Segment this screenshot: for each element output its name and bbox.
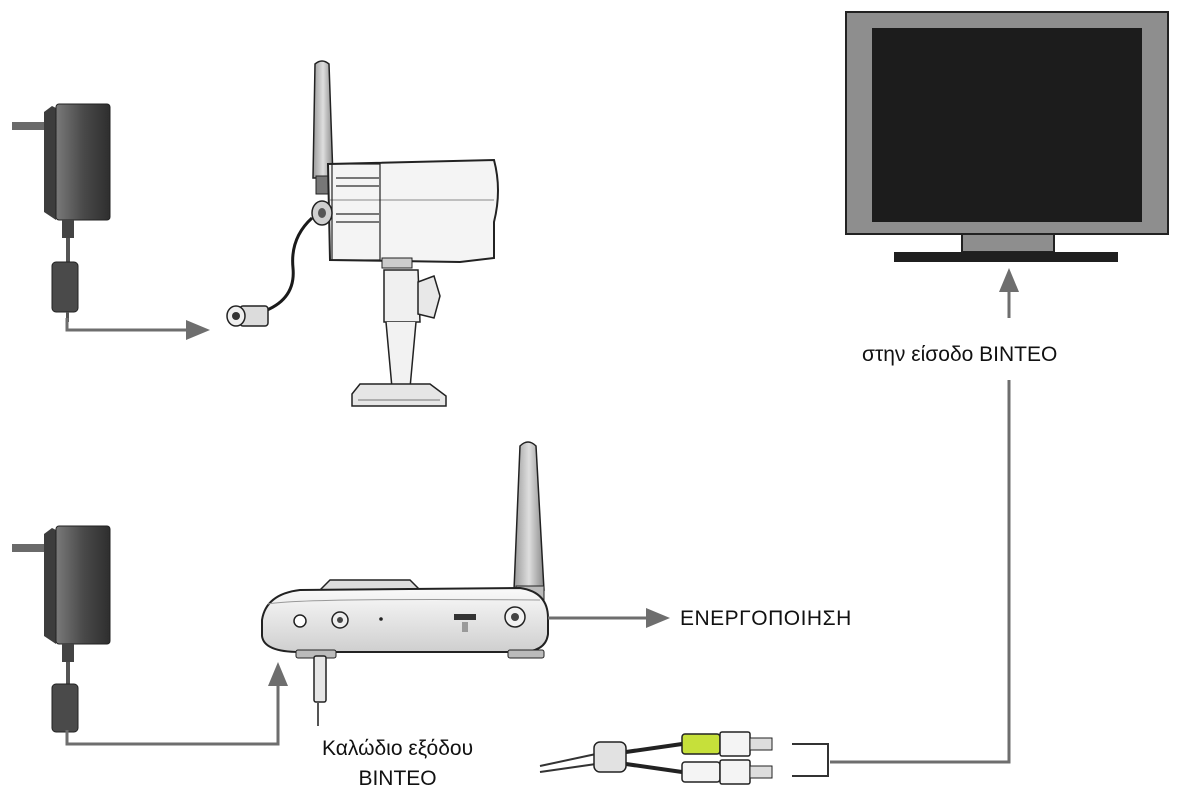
camera-power-adapter (12, 103, 111, 322)
wireless-camera (226, 60, 499, 407)
camera-power-arrow (186, 320, 210, 340)
power-arrow (646, 608, 670, 628)
camera-dc-plug (226, 305, 269, 327)
video-input-label: στην είσοδο ΒΙΝΤΕΟ (862, 343, 1058, 366)
rca-cable (539, 731, 829, 785)
video-output-cable-label: Καλώδιο εξόδου ΒΙΝΤΕΟ (322, 734, 473, 794)
receiver-power-cable (65, 682, 280, 746)
receiver-output-cable (313, 655, 327, 726)
video-output-cable-label-line1: Καλώδιο εξόδου (322, 737, 474, 760)
video-output-cable-label-line2: ΒΙΝΤΕΟ (358, 767, 437, 790)
tv-monitor (845, 11, 1169, 262)
wireless-receiver (261, 441, 549, 659)
video-input-arrow (999, 268, 1019, 292)
receiver-power-adapter (12, 525, 111, 733)
power-label: ΕΝΕΡΓΟΠΟΙΗΣΗ (680, 607, 852, 630)
video-input-line-lower (830, 380, 1011, 764)
receiver-power-arrow (268, 662, 288, 686)
camera-power-cable (65, 318, 190, 332)
